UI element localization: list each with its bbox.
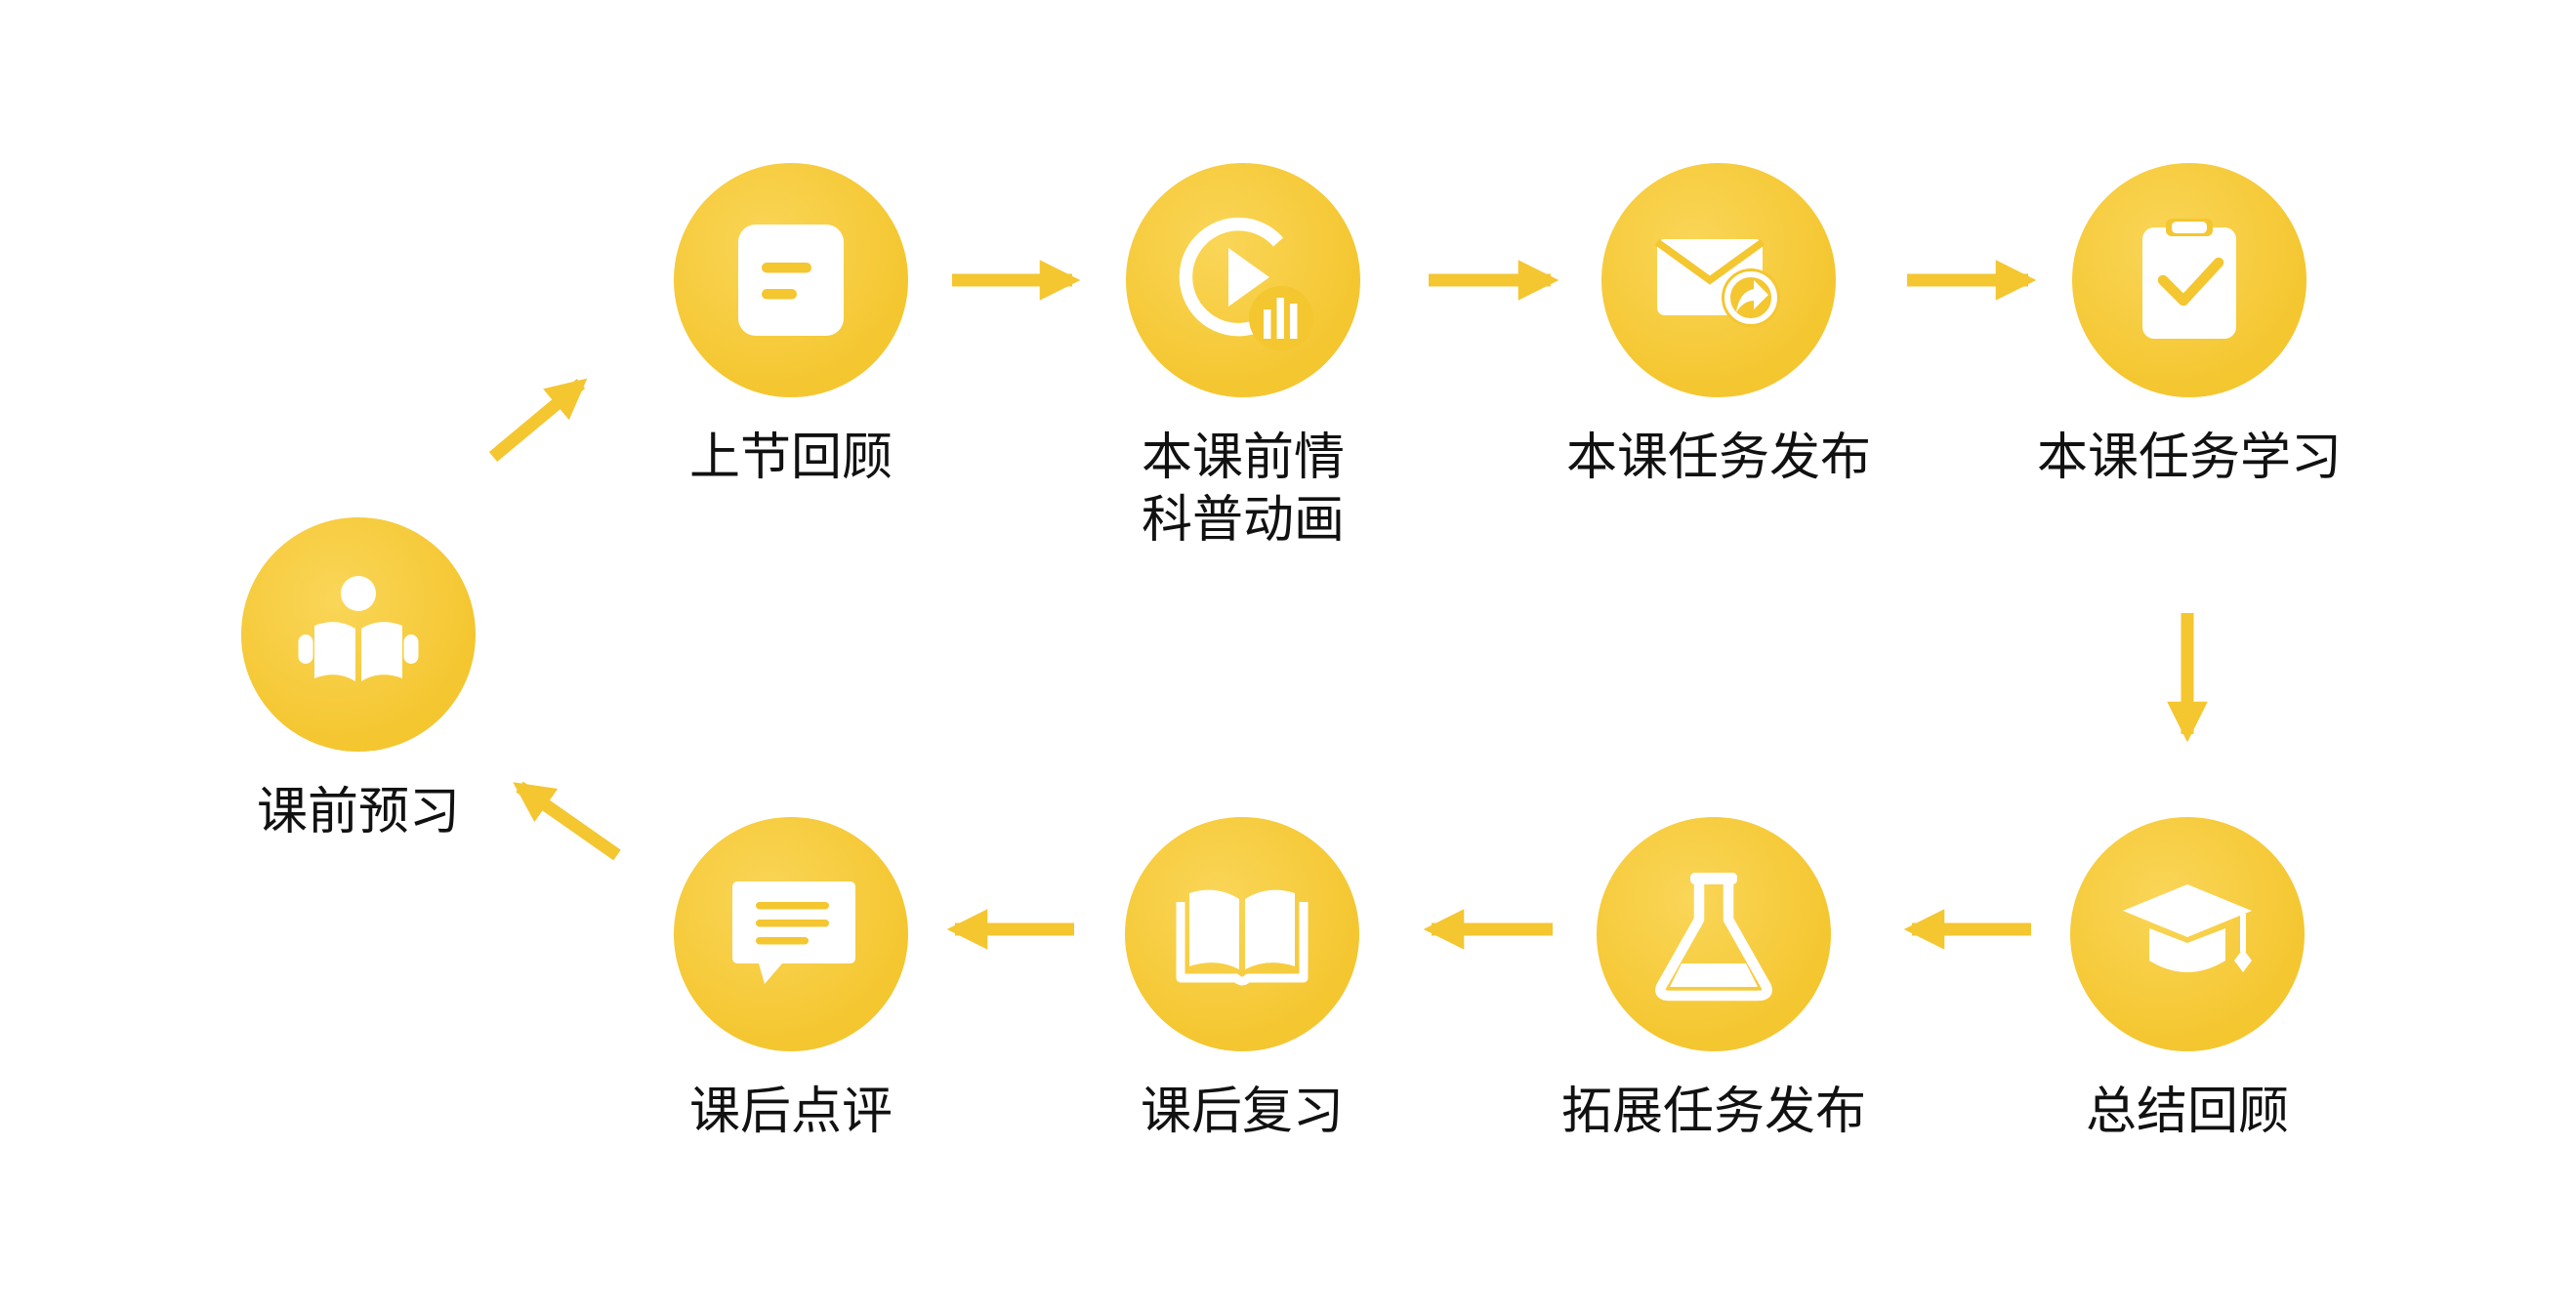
step-extension-task-release: 拓展任务发布 — [1561, 817, 1866, 1141]
flask-icon — [1655, 873, 1772, 1002]
step-circle — [1126, 163, 1360, 397]
comment-icon — [732, 881, 855, 984]
step-label: 本课任务发布 — [1494, 427, 1943, 489]
video-play-icon — [1179, 217, 1313, 350]
step-circle — [2072, 163, 2306, 397]
step-pre-class-animation: 本课前情 科普动画 — [1126, 163, 1360, 550]
step-pre-class-preview: 课前预习 — [241, 517, 476, 841]
step-label-line: 拓展任务发布 — [1560, 1083, 1866, 1141]
step-label: 上节回顾 — [566, 427, 1016, 489]
step-last-lesson-review: 上节回顾 — [674, 163, 908, 487]
note-icon — [738, 225, 844, 336]
step-after-class-comment: 课后点评 — [674, 817, 908, 1141]
step-label: 本课任务学习 — [1965, 427, 2414, 489]
step-after-class-review: 课后复习 — [1125, 817, 1359, 1141]
step-label: 课前预习 — [134, 781, 583, 843]
step-label-line: 课前预习 — [256, 783, 460, 841]
step-label-line: 科普动画 — [1141, 491, 1345, 550]
clipboard-check-icon — [2142, 219, 2236, 339]
step-circle — [2070, 817, 2305, 1051]
step-label-line: 总结回顾 — [2085, 1083, 2289, 1141]
step-label: 总结回顾 — [1963, 1081, 2412, 1143]
step-label-line: 本课前情 — [1141, 429, 1345, 487]
step-circle — [241, 517, 476, 752]
graduation-cap-icon — [2123, 884, 2252, 972]
step-label: 课后点评 — [566, 1081, 1016, 1143]
step-circle — [674, 817, 908, 1051]
arrow-preview-to-last-review — [488, 378, 588, 462]
step-circle — [674, 163, 908, 397]
step-label-line: 本课任务学习 — [2036, 429, 2342, 487]
step-label-line: 课后复习 — [1140, 1083, 1344, 1141]
step-task-release: 本课任务发布 — [1566, 163, 1871, 487]
step-label-line: 课后点评 — [688, 1083, 893, 1141]
arrow-comment-to-preview — [513, 781, 621, 861]
step-circle — [1601, 163, 1836, 397]
step-task-study: 本课任务学习 — [2037, 163, 2342, 487]
step-label: 课后复习 — [1018, 1081, 1467, 1143]
reading-person-icon — [298, 576, 419, 681]
mail-share-icon — [1654, 238, 1780, 327]
step-circle — [1597, 817, 1831, 1051]
step-summary-review: 总结回顾 — [2070, 817, 2305, 1141]
step-label-line: 上节回顾 — [688, 429, 893, 487]
step-label: 本课前情 科普动画 — [1018, 427, 1468, 552]
step-label: 拓展任务发布 — [1489, 1081, 1938, 1143]
step-label-line: 本课任务发布 — [1565, 429, 1871, 487]
step-circle — [1125, 817, 1359, 1051]
open-book-icon — [1176, 889, 1309, 986]
